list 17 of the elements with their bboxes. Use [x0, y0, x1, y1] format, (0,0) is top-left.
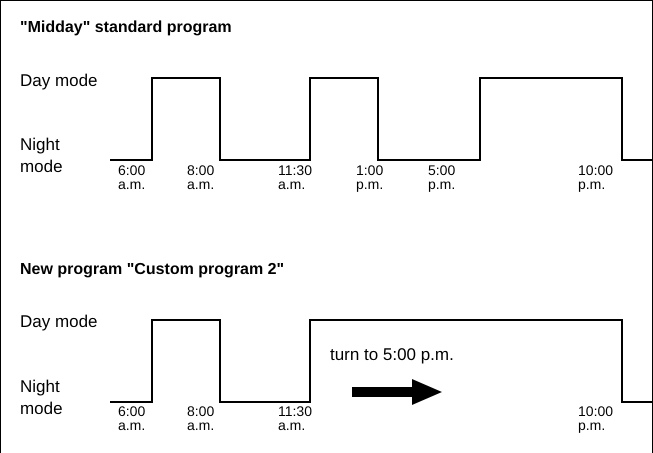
time-label: 11:30 a.m.	[278, 163, 313, 191]
mode-label: Night mode	[20, 376, 64, 420]
time-label: 6:00 a.m.	[118, 404, 146, 432]
time-label: 1:00 p.m.	[356, 163, 384, 191]
time-label: 8:00 a.m.	[187, 163, 216, 191]
instruction-text: turn to 5:00 p.m.	[330, 344, 455, 366]
chart-heading: New program "Custom program 2"	[20, 260, 286, 280]
mode-label: Day mode	[20, 70, 98, 92]
time-label: 11:30 a.m.	[278, 404, 313, 432]
chart-heading: "Midday" standard program	[20, 18, 233, 38]
time-label: 5:00 p.m.	[428, 163, 456, 191]
mode-label: Day mode	[20, 311, 98, 333]
time-label: 10:00 p.m.	[578, 404, 614, 432]
time-label: 8:00 a.m.	[187, 404, 216, 432]
mode-label: Night mode	[20, 134, 64, 178]
time-label: 6:00 a.m.	[118, 163, 146, 191]
time-label: 10:00 p.m.	[578, 163, 614, 191]
